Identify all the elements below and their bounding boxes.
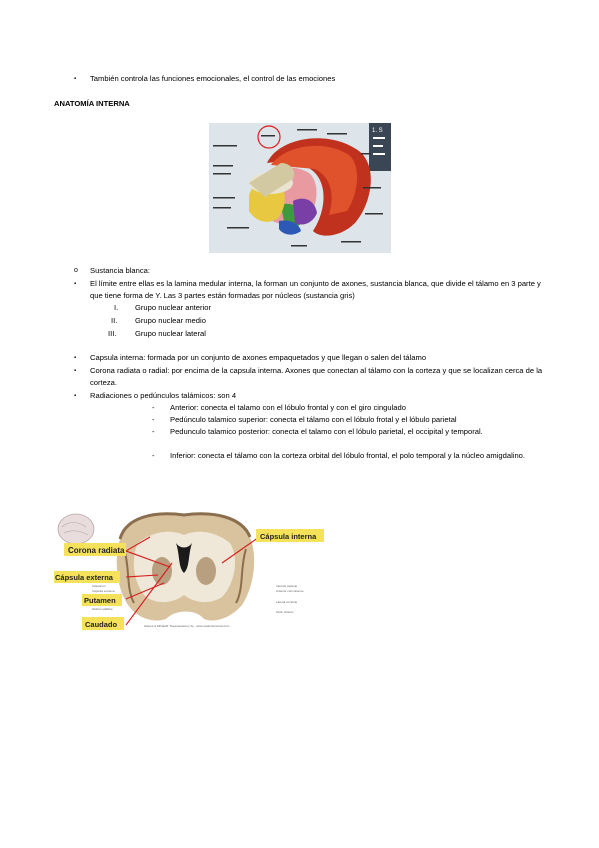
small-label: Anterior commissure <box>276 589 304 593</box>
figure-credit: Haines & Mihailoff: Neuroanatomy 3e · ww… <box>144 624 230 628</box>
pedunculo-posterior-text: Pedunculo talamico posterior: conecta el… <box>170 427 483 436</box>
capsula-externa-label: Cápsula externa <box>55 573 114 582</box>
small-label: Globus pallidus <box>92 607 113 611</box>
group-num: III. <box>108 329 117 338</box>
small-label: Internal capsule <box>276 584 298 588</box>
bullet-marker: ▪ <box>74 355 77 361</box>
small-label: Optic chiasm <box>276 610 294 614</box>
dash-marker: - <box>152 403 155 412</box>
dash-marker: - <box>152 415 155 424</box>
thalamus-nuclei-figure: 1. S <box>209 123 391 253</box>
brain-coronal-section-figure: Corona radiata Cápsula externa Putamen C… <box>54 509 326 631</box>
section-title: ANATOMÍA INTERNA <box>54 99 130 108</box>
pedunculo-superior-text: Pedúnculo talamico superior: conecta el … <box>170 415 457 424</box>
bullet-marker: ▪ <box>74 393 77 399</box>
lamina-medular-text: El límite entre ellas es la lamina medul… <box>90 279 541 300</box>
pedunculo-inferior-text: Inferior: conecta el tálamo con la corte… <box>170 451 525 460</box>
sustancia-blanca-text: Sustancia blanca: <box>90 266 150 275</box>
circle-bullet-marker: o <box>74 267 78 274</box>
group-label: Grupo nuclear lateral <box>135 329 206 338</box>
radiaciones-text: Radiaciones o pedúnculos talámicos: son … <box>90 391 237 400</box>
small-label: Lateral ventricle <box>276 600 298 604</box>
bullet-marker: ▪ <box>74 281 77 287</box>
corona-radiata-label: Corona radiata <box>68 546 125 555</box>
bullet-marker: ▪ <box>74 368 77 374</box>
group-num: I. <box>114 303 119 312</box>
dash-marker: - <box>152 451 155 460</box>
small-label: Claustrum <box>92 584 106 588</box>
group-num: II. <box>111 316 118 325</box>
corona-radiata-text: Corona radiata o radial: por encima de l… <box>90 366 543 387</box>
pedunculo-anterior-text: Anterior: conecta el talamo con el lóbul… <box>170 403 406 412</box>
capsula-interna-label: Cápsula interna <box>260 532 317 541</box>
bullet-marker: ▪ <box>74 76 77 82</box>
small-label: Cápsula extrema <box>92 589 115 593</box>
group-label: Grupo nuclear anterior <box>135 303 211 312</box>
figure1-top-label: 1. S <box>372 128 383 134</box>
intro-bullet-text: También controla las funciones emocional… <box>90 74 336 83</box>
caudado-label: Caudado <box>85 620 118 629</box>
capsula-interna-text: Capsula interna: formada por un conjunto… <box>90 353 427 362</box>
dash-marker: - <box>152 427 155 436</box>
putamen-label: Putamen <box>84 596 116 605</box>
group-label: Grupo nuclear medio <box>135 316 206 325</box>
